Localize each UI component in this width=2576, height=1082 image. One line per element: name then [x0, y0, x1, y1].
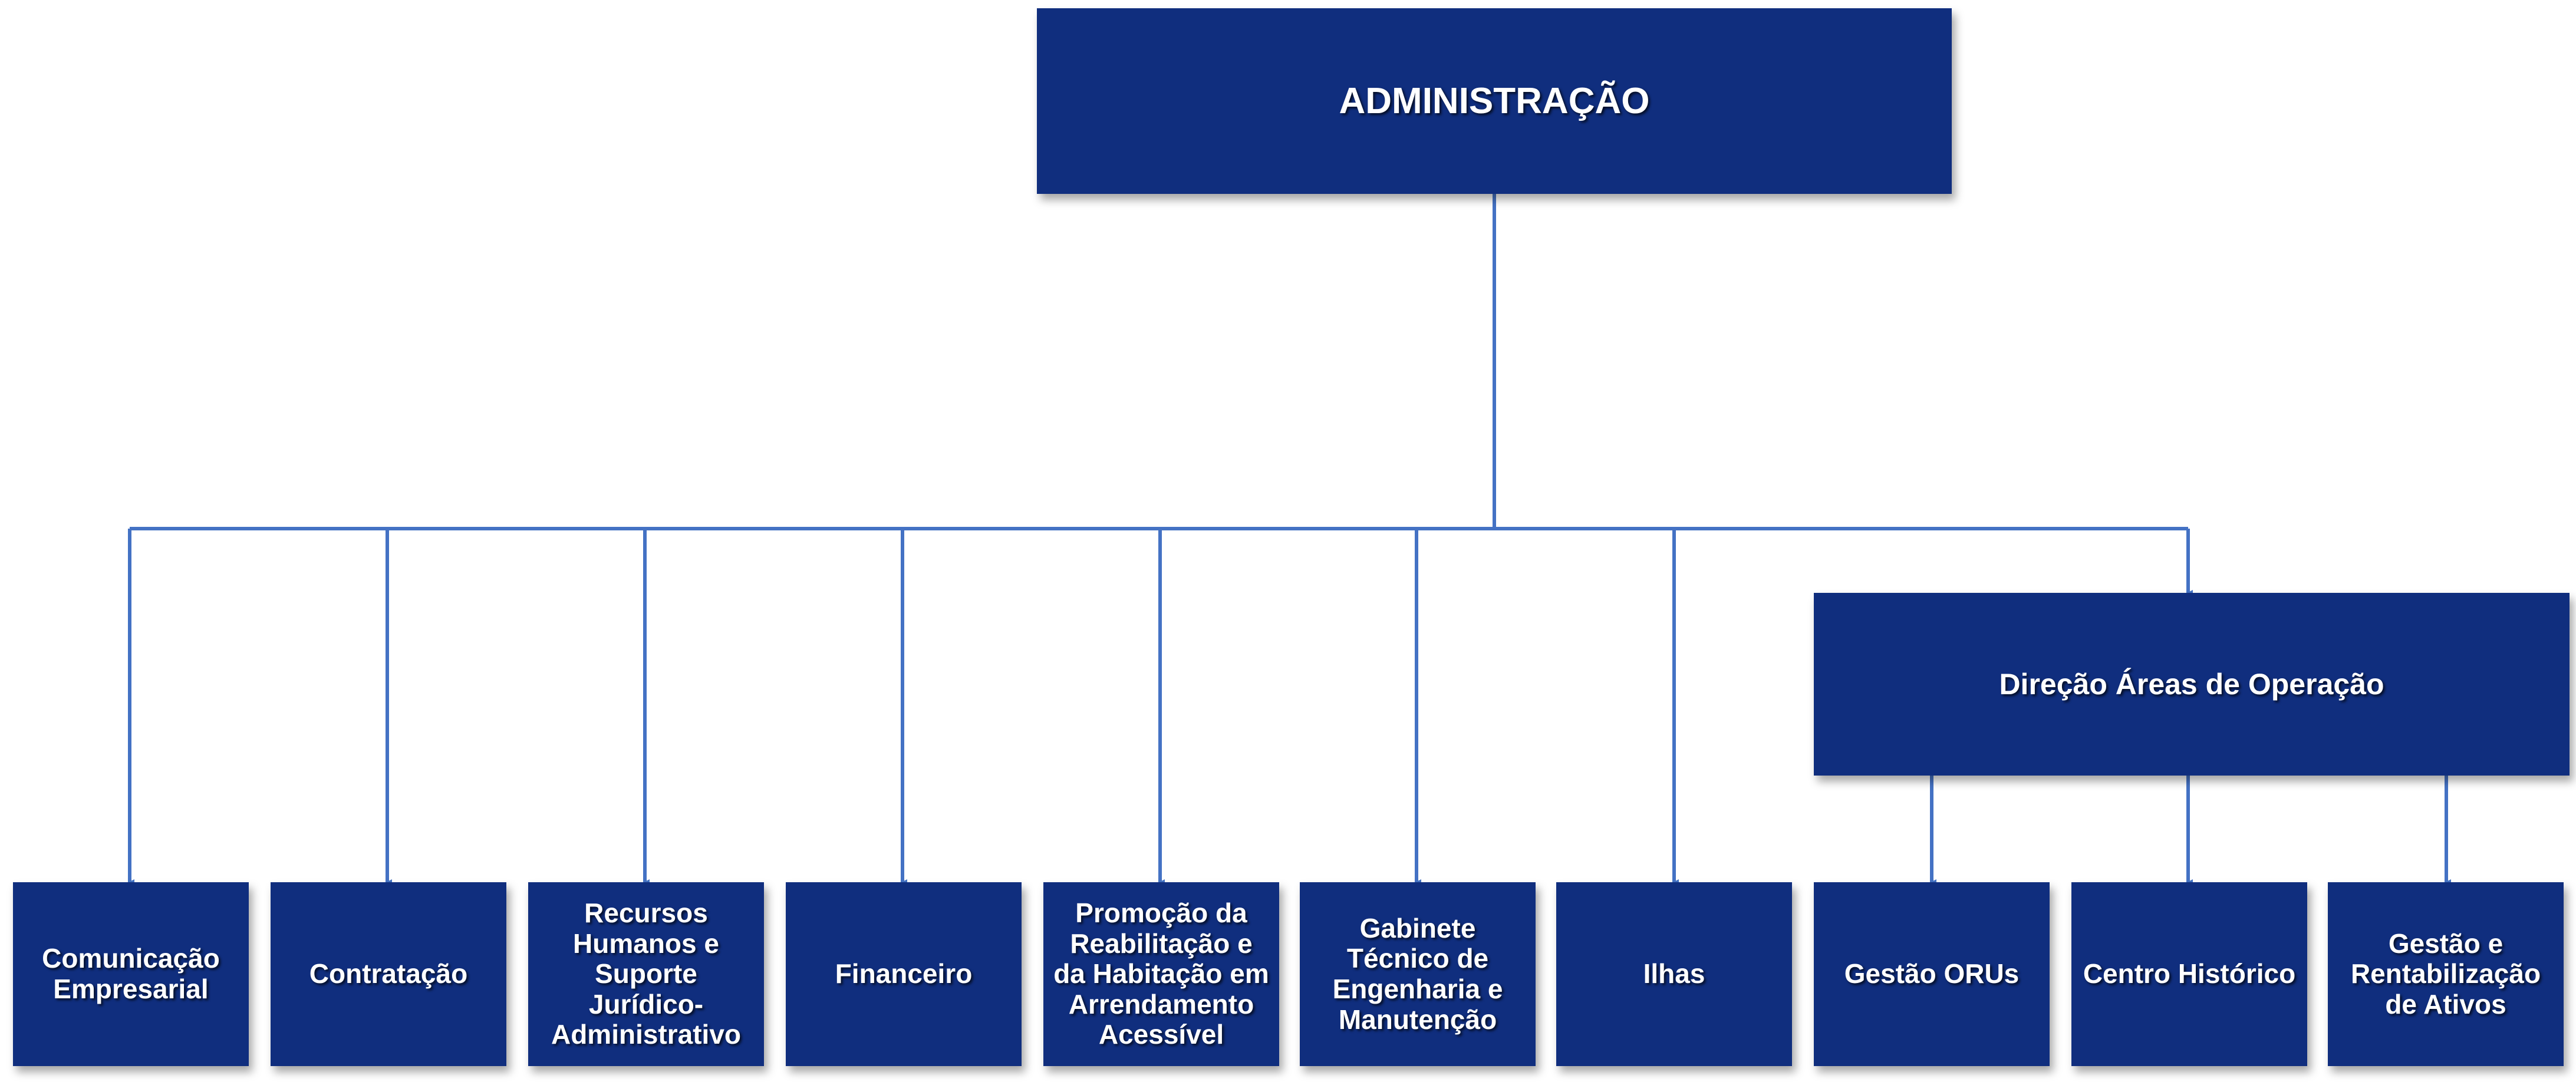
unit-label: Ilhas	[1643, 958, 1705, 989]
operation-label: Gestão ORUs	[1844, 958, 2020, 989]
operation-label: Centro Histórico	[2083, 958, 2296, 989]
unit-label: Contratação	[309, 958, 468, 989]
node-direcao-areas-operacao[interactable]: Direção Áreas de Operação	[1814, 593, 2570, 776]
node-operation[interactable]: Gestão ORUs	[1814, 882, 2050, 1066]
unit-label: Comunicação Empresarial	[42, 943, 220, 1004]
node-unit[interactable]: Ilhas	[1556, 882, 1792, 1066]
unit-label: Promoção da Reabilitação e da Habitação …	[1053, 898, 1269, 1050]
unit-label: Gabinete Técnico de Engenharia e Manuten…	[1332, 912, 1503, 1035]
node-unit[interactable]: Contratação	[271, 882, 506, 1066]
unit-label: Financeiro	[835, 958, 973, 989]
node-operation[interactable]: Gestão e Rentabilização de Ativos	[2328, 882, 2564, 1066]
node-unit[interactable]: Comunicação Empresarial	[13, 882, 249, 1066]
node-unit[interactable]: Promoção da Reabilitação e da Habitação …	[1043, 882, 1279, 1066]
node-unit[interactable]: Financeiro	[786, 882, 1022, 1066]
node-operation[interactable]: Centro Histórico	[2071, 882, 2307, 1066]
unit-label: Recursos Humanos e Suporte Jurídico-Admi…	[551, 898, 742, 1050]
root-node-administracao[interactable]: ADMINISTRAÇÃO	[1037, 8, 1952, 194]
node-unit[interactable]: Gabinete Técnico de Engenharia e Manuten…	[1300, 882, 1536, 1066]
root-label: ADMINISTRAÇÃO	[1339, 80, 1650, 121]
node-unit[interactable]: Recursos Humanos e Suporte Jurídico-Admi…	[528, 882, 764, 1066]
operation-label: Gestão e Rentabilização de Ativos	[2350, 928, 2541, 1020]
direction-label: Direção Áreas de Operação	[1999, 668, 2384, 701]
